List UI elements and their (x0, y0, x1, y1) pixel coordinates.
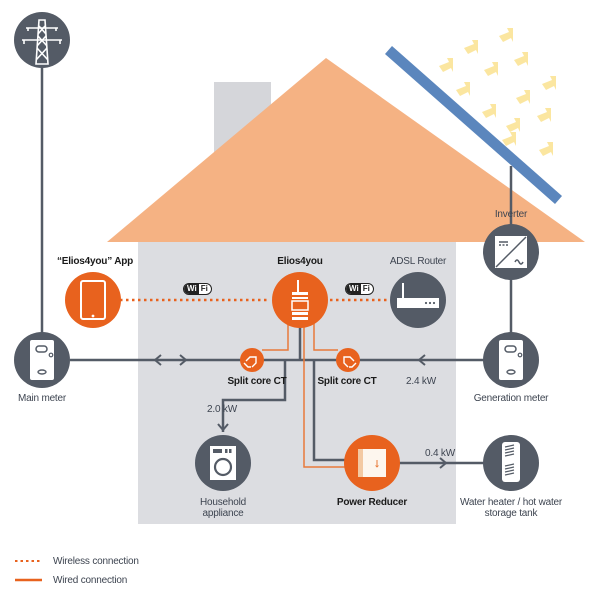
sun-ray-icon (499, 28, 513, 42)
water-heater-node[interactable] (483, 435, 539, 491)
generation-meter-node[interactable] (483, 332, 539, 388)
wifi-badge-wi: Wi (184, 284, 199, 294)
inverter-label: Inverter (494, 209, 528, 220)
sun-ray-icon (537, 108, 551, 122)
elios-node[interactable] (272, 272, 328, 328)
water-tank-icon (502, 442, 520, 482)
sun-ray-icon (506, 118, 520, 132)
sun-ray-icon (502, 132, 516, 146)
arrow-water-heater (439, 457, 448, 469)
elios-label: Elios4you (277, 256, 323, 267)
wifi-badge-left: Wi Fi (183, 283, 212, 295)
wired-elios-to-ct-right (313, 322, 338, 351)
power-reducer-node[interactable] (344, 435, 400, 491)
household-appliance-node[interactable] (195, 435, 251, 491)
main-meter-label: Main meter (17, 393, 67, 404)
flow-generation: 2.4 kW (406, 376, 436, 387)
inverter-node[interactable] (483, 224, 539, 280)
sun-ray-icon (439, 58, 453, 72)
sun-ray-icon (456, 82, 470, 96)
ct-right-label: Split core CT (317, 376, 377, 387)
elios-device-icon (291, 280, 309, 320)
router-icon (397, 283, 439, 308)
router-node[interactable] (390, 272, 446, 328)
split-core-ct-icon (343, 356, 357, 368)
arrow-bidirectional-right (179, 354, 188, 366)
meter-icon (30, 340, 54, 380)
wifi-badge-right: Wi Fi (345, 283, 374, 295)
water-heater-label-line1: Water heater / hot water (459, 497, 563, 508)
power-reducer-label: Power Reducer (336, 497, 408, 508)
ct-left-label: Split core CT (227, 376, 287, 387)
flow-water-heater: 0.4 kW (425, 448, 455, 459)
household-label-line1: Household (199, 497, 247, 508)
washing-machine-icon (210, 446, 236, 480)
sun-ray-icon (482, 104, 496, 118)
main-meter-node[interactable] (14, 332, 70, 388)
wire-to-power-reducer (312, 360, 350, 462)
sun-ray-icon (464, 40, 478, 54)
wire-to-household (221, 360, 287, 432)
wifi-badge-wi: Wi (346, 284, 361, 294)
sun-ray-icon (542, 76, 556, 90)
flow-household: 2.0 kW (207, 404, 237, 415)
wifi-badge-fi: Fi (200, 284, 208, 293)
tablet-icon (80, 280, 106, 320)
split-core-ct-icon (243, 356, 257, 368)
sun-ray-icon (516, 90, 530, 104)
split-core-ct-right[interactable] (336, 348, 360, 372)
water-heater-label-line2: storage tank (484, 508, 538, 519)
sun-ray-icon (514, 52, 528, 66)
app-label: “Elios4you” App (56, 256, 134, 267)
roof (107, 58, 585, 242)
wired-elios-to-ct-left (262, 322, 289, 351)
grid-node[interactable] (14, 12, 70, 68)
sun-ray-icon (484, 62, 498, 76)
wired-elios-to-power-reducer (303, 325, 350, 468)
household-label-line2: appliance (202, 508, 244, 519)
power-pylon-icon (22, 19, 62, 65)
arrow-generation (417, 354, 426, 366)
inverter-icon (495, 236, 527, 268)
solar-panel (385, 46, 562, 204)
app-node[interactable] (65, 272, 121, 328)
sun-rays (439, 28, 556, 156)
legend-wired-label: Wired connection (53, 575, 128, 586)
split-core-ct-left[interactable] (240, 348, 264, 372)
power-reducer-icon (358, 449, 386, 477)
arrow-household (217, 423, 229, 432)
sun-ray-icon (539, 142, 553, 156)
wifi-badge-fi: Fi (362, 284, 370, 293)
generation-meter-label: Generation meter (473, 393, 549, 404)
legend-wireless-label: Wireless connection (53, 556, 139, 567)
meter-icon (499, 340, 523, 380)
arrow-bidirectional-left (153, 354, 162, 366)
router-label: ADSL Router (389, 256, 447, 267)
